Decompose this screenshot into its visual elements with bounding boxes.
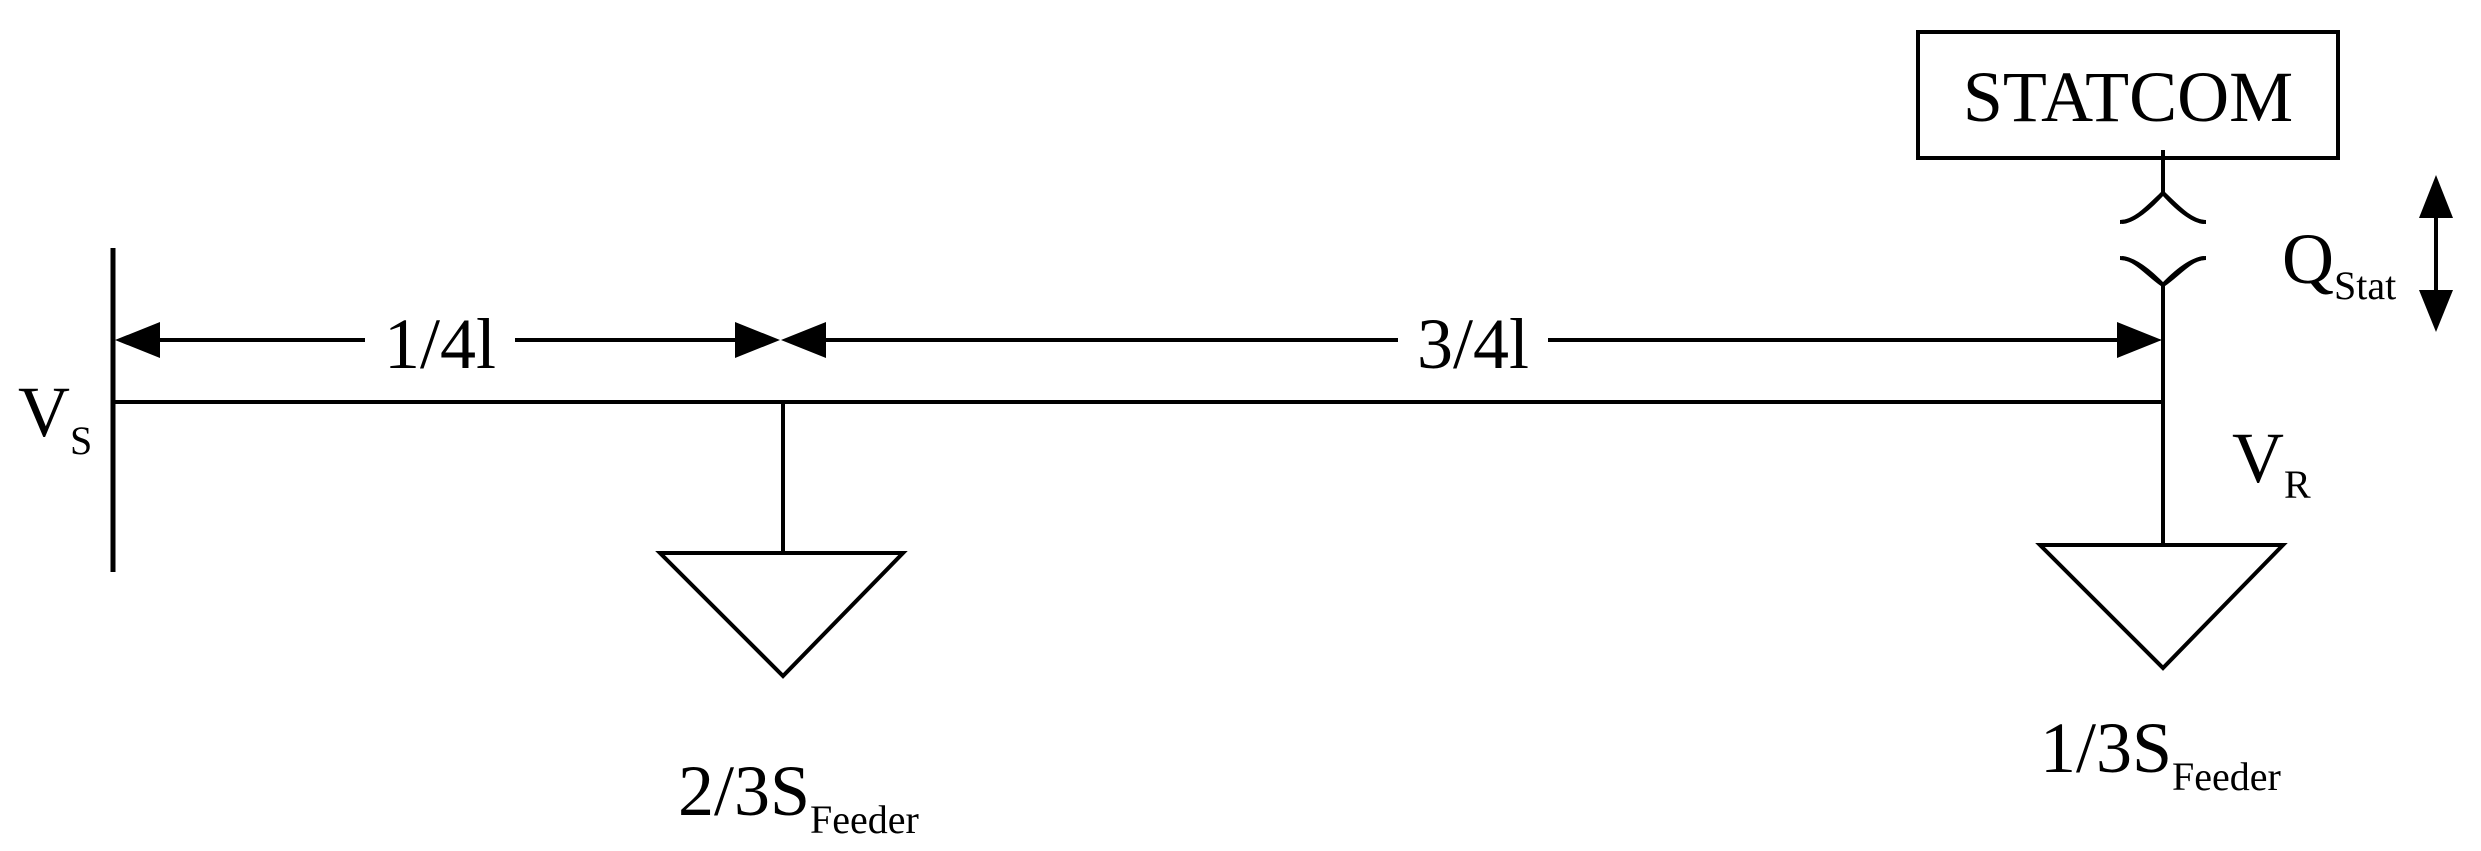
reactive-power-arrow [2419,175,2453,332]
source-voltage-subscript: S [70,418,92,463]
source-voltage-label: VS [18,372,92,463]
segment-label-1: 1/4l [384,304,496,384]
load-2-label: 1/3SFeeder [2040,708,2281,799]
arrowhead-up-icon [2419,175,2453,218]
receiving-voltage-label: VR [2232,418,2311,507]
receiving-voltage-subscript: R [2284,462,2311,507]
segment-label-2: 3/4l [1417,304,1529,384]
arrowhead-right-icon [2117,322,2162,358]
arrowhead-down-icon [2419,290,2453,332]
load-2-triangle-icon [2035,543,2288,671]
statcom-label: STATCOM [1963,57,2293,137]
load-1-label: 2/3SFeeder [678,751,919,842]
statcom-box [1916,30,2340,160]
transformer-coil-lower-icon [2121,191,2205,287]
arrowhead-left-icon [115,322,160,358]
arrowhead-left-icon [781,322,826,358]
reactive-power-label: QStat [2282,219,2396,308]
load-1-triangle-icon [655,551,908,679]
source-voltage-symbol: V [18,372,70,452]
receiving-voltage-symbol: V [2232,418,2284,498]
arrowhead-right-icon [735,322,780,358]
